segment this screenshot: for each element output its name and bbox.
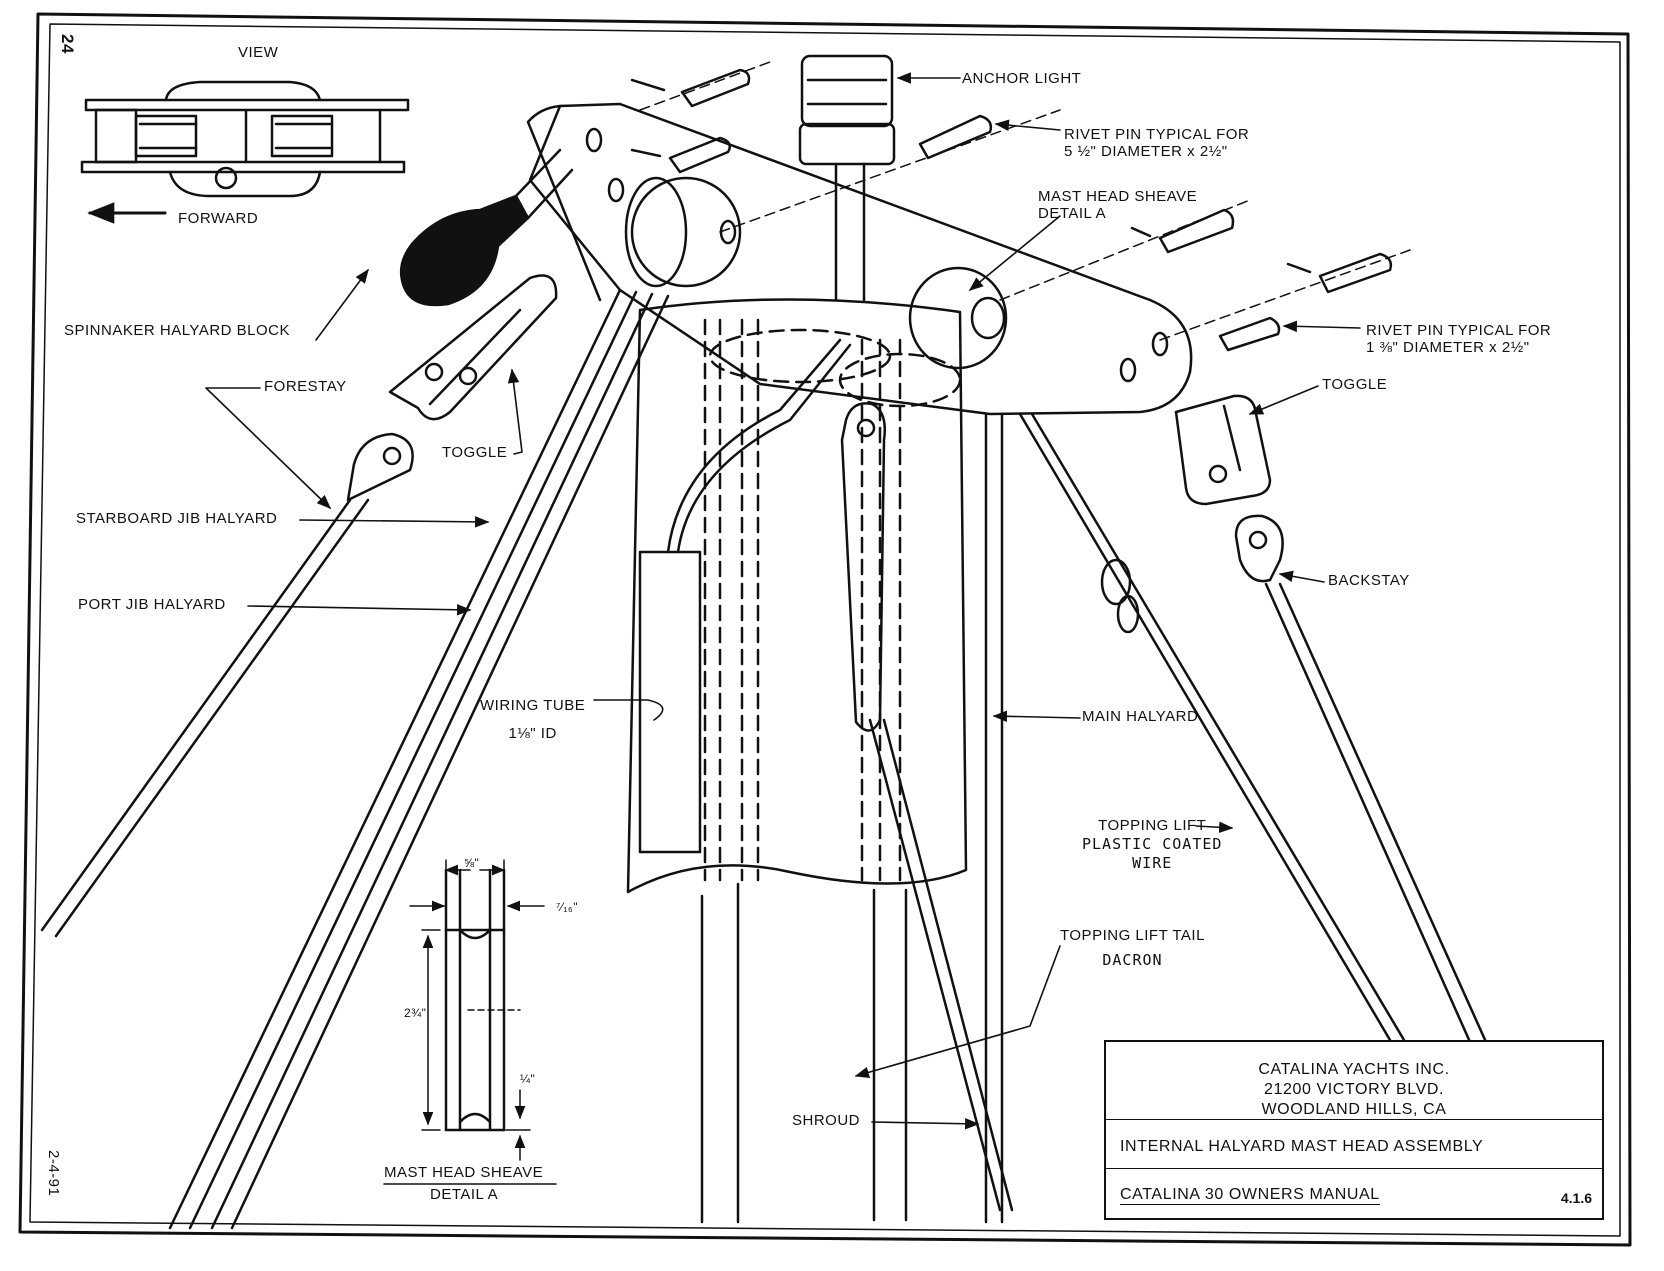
shroud-label: SHROUD xyxy=(792,1112,861,1129)
title-block: CATALINA YACHTS INC. 21200 VICTORY BLVD.… xyxy=(1104,1040,1604,1220)
sheet-number: 4.1.6 xyxy=(1560,1190,1592,1206)
forestay-label: FORESTAY xyxy=(264,378,347,395)
mast-tube xyxy=(626,298,968,894)
topping-lift-tail-label: TOPPING LIFT TAIL DACRON xyxy=(1060,927,1205,969)
top-view-inset xyxy=(80,80,410,198)
upper-sheave xyxy=(630,176,742,288)
sheave-detail-subtitle: DETAIL A xyxy=(430,1186,499,1203)
toggle-left xyxy=(388,274,558,421)
starboard-jib-halyard xyxy=(168,288,622,1230)
dim-five-eighths: ⅝" xyxy=(464,856,480,870)
sheave-detail-title: MAST HEAD SHEAVE xyxy=(384,1164,544,1181)
topping-lift xyxy=(1018,412,1392,1042)
main-halyard-label: MAIN HALYARD xyxy=(1082,708,1199,725)
mast-head-plate xyxy=(528,102,1193,416)
title-block-company: CATALINA YACHTS INC. 21200 VICTORY BLVD.… xyxy=(1106,1042,1602,1120)
toggle-right-label: TOGGLE xyxy=(1322,376,1388,393)
port-jib-halyard xyxy=(210,292,654,1230)
page-number: 24 xyxy=(58,34,77,54)
backstay-label: BACKSTAY xyxy=(1328,572,1410,589)
spinnaker-halyard-block xyxy=(399,194,530,307)
title-block-drawing-title: INTERNAL HALYARD MAST HEAD ASSEMBLY xyxy=(1106,1122,1602,1169)
forward-label: FORWARD xyxy=(178,210,259,227)
starboard-jib-halyard-label: STARBOARD JIB HALYARD xyxy=(76,510,278,527)
rivet-pins xyxy=(630,68,1393,352)
top-view-label: VIEW xyxy=(238,44,279,61)
anchor-light-label: ANCHOR LIGHT xyxy=(962,70,1082,87)
main-halyard-link xyxy=(840,402,886,732)
title-block-manual: CATALINA 30 OWNERS MANUAL 4.1.6 xyxy=(1120,1186,1592,1206)
toggle-left-label: TOGGLE xyxy=(442,444,508,461)
dim-two-three-quarters: 2¾" xyxy=(404,1006,427,1020)
drawing-date: 2-4-91 xyxy=(45,1150,62,1197)
wiring-tube xyxy=(638,550,702,854)
spinnaker-halyard-block-label: SPINNAKER HALYARD BLOCK xyxy=(64,322,291,339)
topping-lift-label: TOPPING LIFT PLASTIC COATED WIRE xyxy=(1082,817,1223,872)
dim-quarter: ¼" xyxy=(520,1072,536,1086)
right-sheave xyxy=(908,266,1008,370)
port-jib-halyard-label: PORT JIB HALYARD xyxy=(78,596,226,613)
toggle-right xyxy=(1174,394,1272,506)
backstay xyxy=(1234,514,1284,583)
anchor-light xyxy=(800,54,894,128)
drawing-border xyxy=(18,12,1632,1247)
sheave-detail-section xyxy=(383,859,557,1185)
forestay xyxy=(346,432,414,502)
dim-seven-sixteenths: ⁷⁄₁₆" xyxy=(556,900,578,914)
